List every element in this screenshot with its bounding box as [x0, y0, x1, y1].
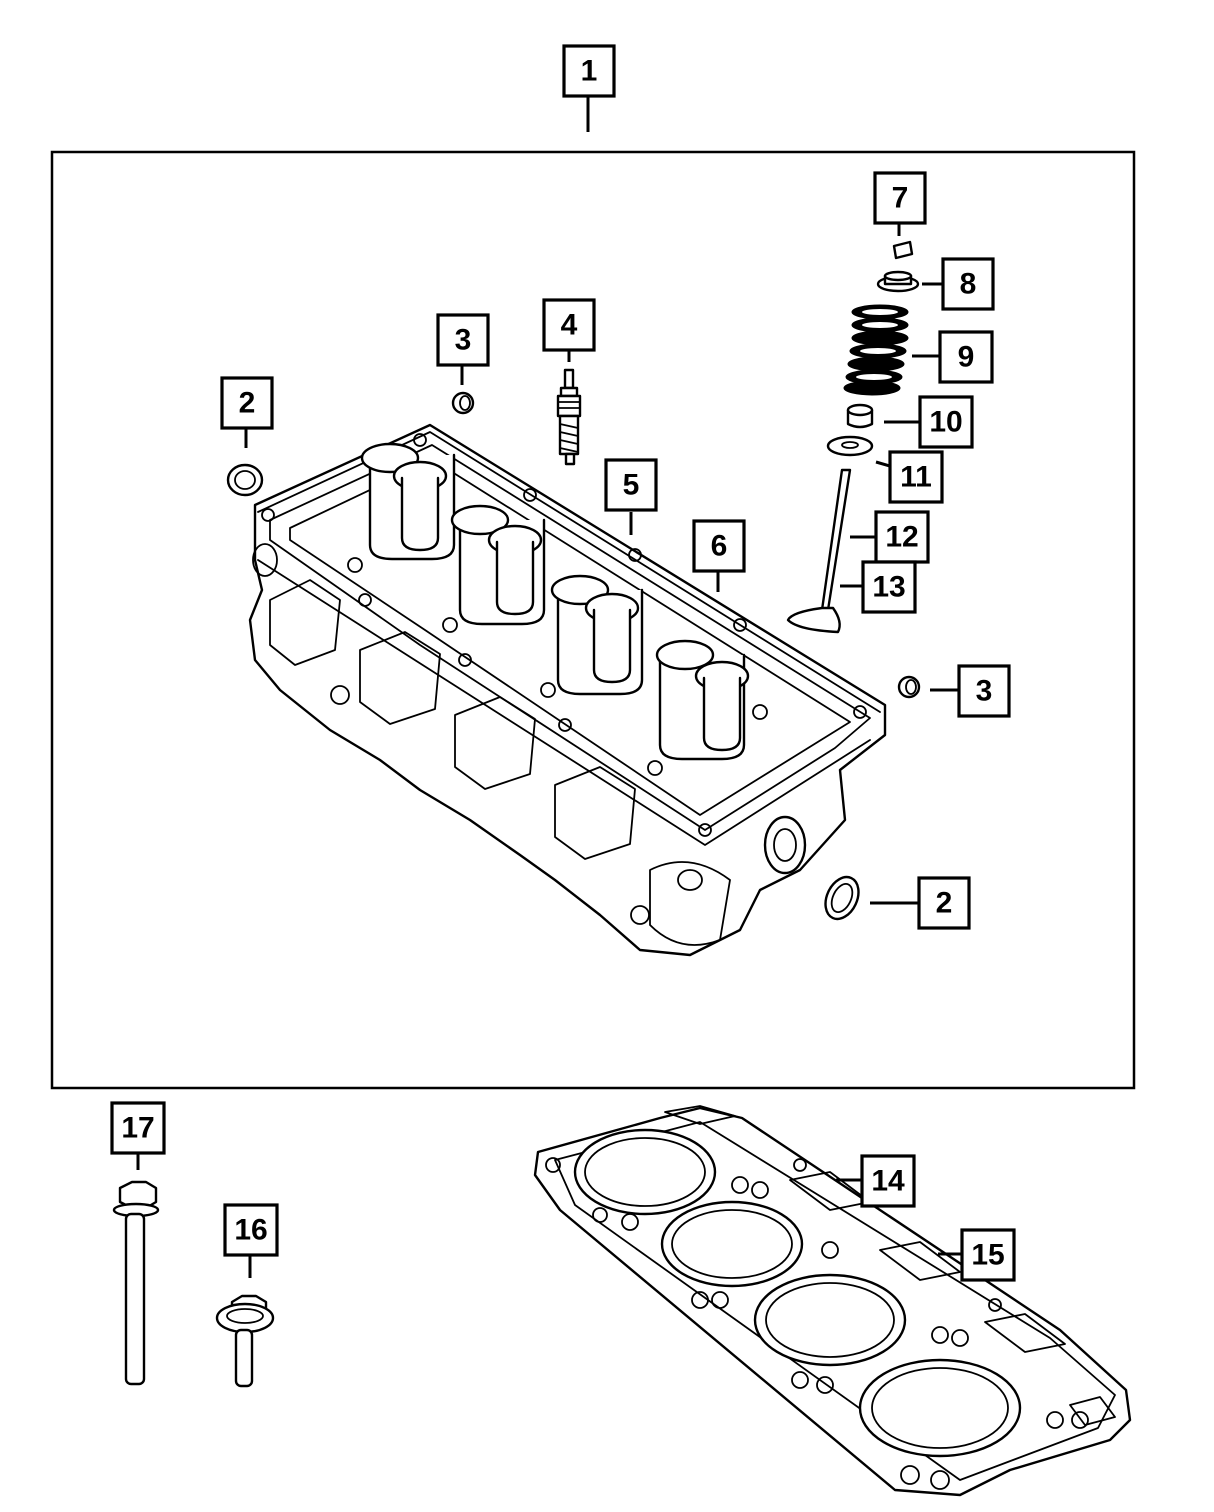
callout-11-label: 11 — [900, 461, 932, 494]
valve-spring-retainer — [876, 270, 920, 293]
callout-7: 7 — [873, 171, 927, 225]
callout-2-right: 2 — [917, 876, 971, 930]
callout-10-label: 10 — [929, 406, 962, 439]
callout-13: 13 — [861, 560, 917, 614]
assembly-frame — [50, 150, 1136, 1090]
callout-9: 9 — [938, 330, 994, 384]
callout-17-label: 17 — [121, 1112, 154, 1145]
valve-stem-seal — [846, 403, 874, 429]
expansion-plug-top — [451, 391, 475, 415]
valve-spring — [843, 304, 909, 396]
callout-5-label: 5 — [623, 469, 640, 502]
callout-14: 14 — [860, 1154, 916, 1208]
callout-6-label: 6 — [711, 530, 728, 563]
callout-2-right-label: 2 — [936, 887, 953, 920]
callout-2-left-label: 2 — [239, 387, 256, 420]
callout-4: 4 — [542, 298, 596, 352]
engine-valve — [786, 468, 852, 634]
leader-lines — [136, 97, 962, 1278]
callout-12-label: 12 — [885, 521, 918, 554]
callout-15-label: 15 — [971, 1239, 1004, 1272]
casting-details — [252, 433, 867, 946]
callout-8: 8 — [941, 257, 995, 311]
head-bolt-long — [112, 1180, 160, 1386]
valve-spring-seat — [826, 435, 874, 457]
callout-3-top-label: 3 — [455, 324, 472, 357]
callout-3-right-label: 3 — [976, 675, 993, 708]
callout-13-label: 13 — [872, 571, 905, 604]
spark-plug — [556, 368, 582, 466]
expansion-plug-right — [897, 675, 921, 699]
callout-9-label: 9 — [958, 341, 975, 374]
callout-14-label: 14 — [871, 1165, 905, 1198]
callout-2-left: 2 — [220, 376, 274, 430]
callout-10: 10 — [918, 395, 974, 449]
callout-16: 16 — [223, 1203, 279, 1257]
callout-3-top: 3 — [436, 313, 490, 367]
callout-6: 6 — [692, 519, 746, 573]
callout-1: 1 — [562, 44, 616, 98]
callout-3-right: 3 — [957, 664, 1011, 718]
valve-keeper — [892, 240, 914, 260]
callout-11: 11 — [888, 450, 944, 504]
head-bolt-short — [215, 1294, 275, 1388]
callout-12: 12 — [874, 510, 930, 564]
cam-bore-plug-left — [226, 463, 264, 497]
valve-bore-row — [360, 442, 750, 761]
callout-5: 5 — [604, 458, 658, 512]
cylinder-head-gasket — [533, 1105, 1132, 1497]
cylinder-head-casting — [248, 423, 887, 957]
cam-bore-plug-right — [824, 875, 860, 921]
callout-1-label: 1 — [581, 55, 598, 88]
callout-8-label: 8 — [960, 268, 977, 301]
callout-4-label: 4 — [561, 309, 578, 342]
callout-7-label: 7 — [892, 182, 909, 215]
callout-17: 17 — [110, 1101, 166, 1155]
callout-16-label: 16 — [234, 1214, 267, 1247]
callout-15: 15 — [960, 1228, 1016, 1282]
